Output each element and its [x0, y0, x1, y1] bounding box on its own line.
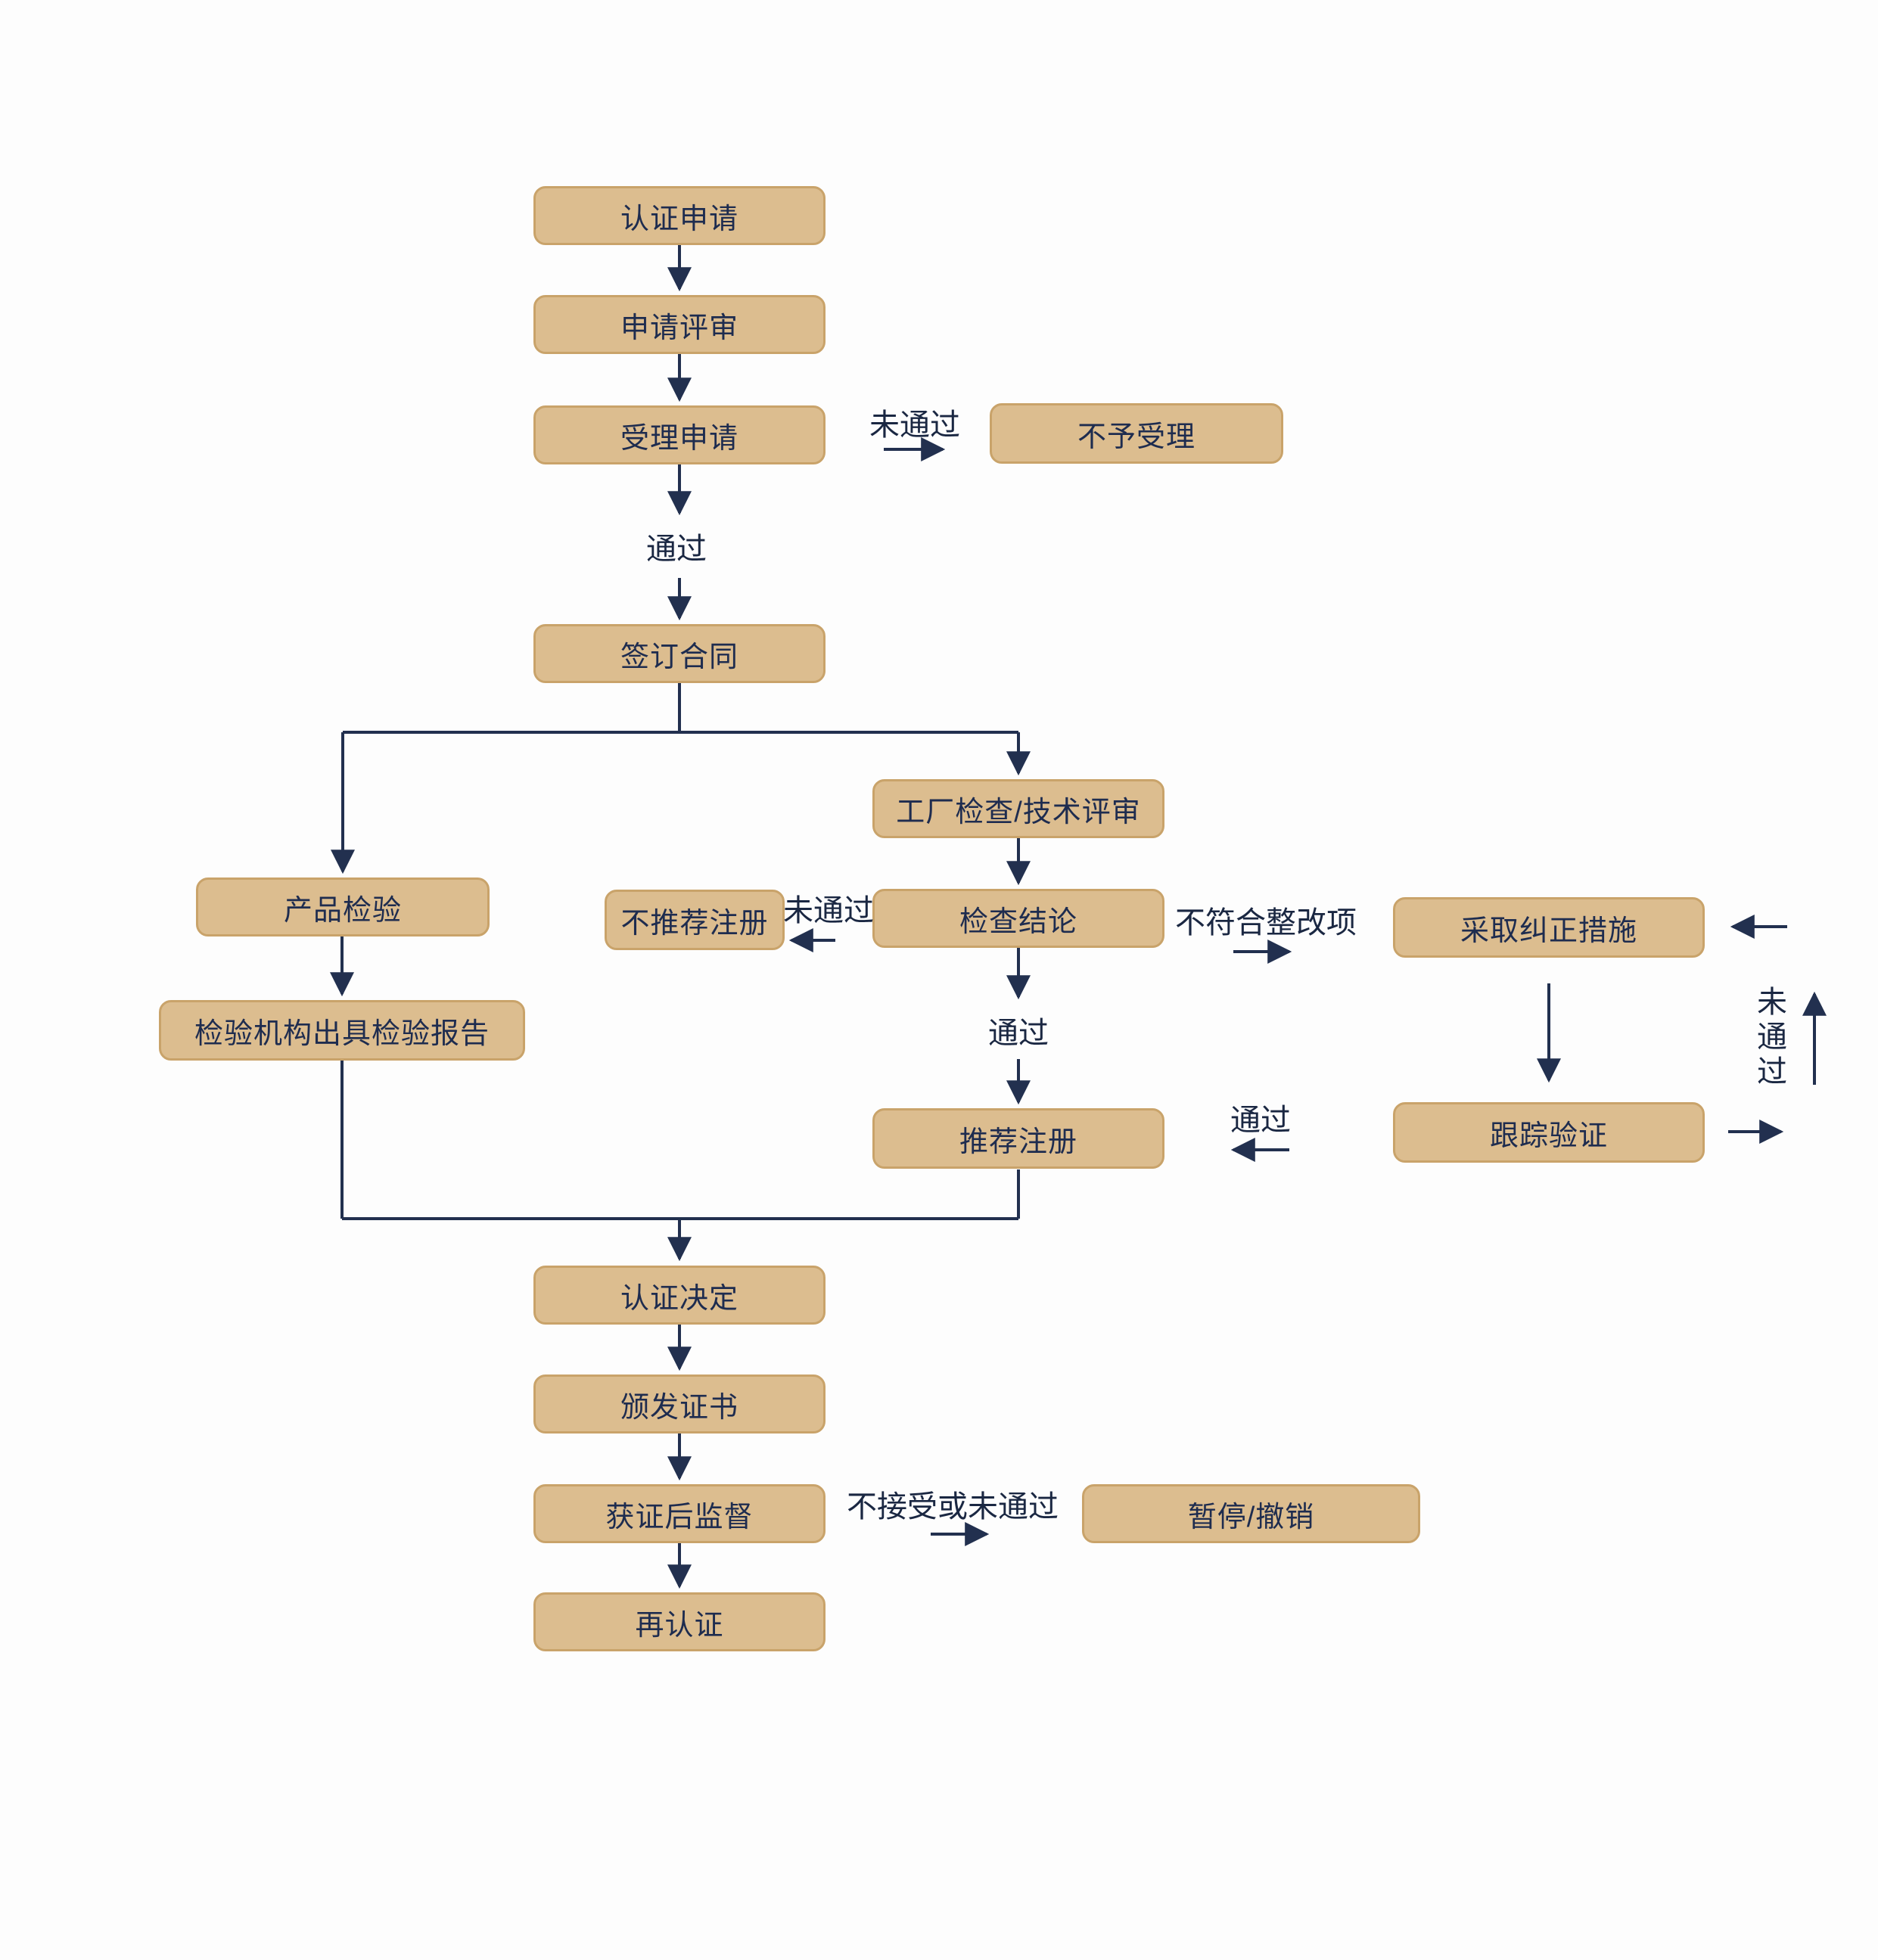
node-accept-application-label: 受理申请: [620, 422, 738, 455]
node-application-review-label: 申请评审: [620, 312, 738, 344]
node-inspection-conclusion-label: 检查结论: [959, 905, 1077, 938]
node-factory-inspection-label: 工厂检查/技术评审: [896, 796, 1141, 828]
edge-label-nonconformity-rectification: 不符合整改项: [1175, 906, 1357, 940]
node-suspend-withdraw-label: 暂停/撤销: [1187, 1501, 1315, 1533]
edge-label-passed-follow-up: 通过: [1230, 1104, 1291, 1137]
node-follow-up-verification-label: 跟踪验证: [1489, 1120, 1608, 1152]
node-corrective-measures: 采取纠正措施: [1393, 897, 1705, 958]
node-recommend-registration-label: 推荐注册: [959, 1126, 1077, 1158]
node-product-testing-label: 产品检验: [283, 894, 402, 927]
node-certification-application: 认证申请: [533, 186, 826, 245]
edge-label-passed-conclusion: 通过: [988, 1017, 1049, 1050]
edge-label-not-passed-conclusion: 未通过: [783, 894, 874, 927]
node-testing-report-label: 检验机构出具检验报告: [194, 1017, 490, 1050]
node-not-recommended-label: 不推荐注册: [620, 907, 769, 940]
node-issue-certificate: 颁发证书: [533, 1374, 826, 1434]
node-inspection-conclusion: 检查结论: [872, 889, 1164, 948]
edge-label-not-passed-follow-up: 未通过: [1752, 986, 1786, 1090]
node-certification-application-label: 认证申请: [620, 203, 738, 235]
node-recommend-registration: 推荐注册: [872, 1108, 1164, 1169]
node-recertification-label: 再认证: [635, 1609, 724, 1642]
node-certification-decision: 认证决定: [533, 1266, 826, 1325]
node-post-cert-supervision: 获证后监督: [533, 1484, 826, 1543]
node-certification-decision-label: 认证决定: [620, 1282, 738, 1315]
edge-label-passed-accept: 通过: [646, 533, 707, 566]
node-testing-report: 检验机构出具检验报告: [159, 1000, 525, 1061]
node-issue-certificate-label: 颁发证书: [620, 1391, 738, 1424]
node-sign-contract: 签订合同: [533, 624, 826, 683]
node-sign-contract-label: 签订合同: [620, 641, 738, 673]
node-not-accepted-label: 不予受理: [1077, 421, 1196, 453]
node-not-recommended: 不推荐注册: [605, 890, 785, 950]
node-accept-application: 受理申请: [533, 405, 826, 464]
node-suspend-withdraw: 暂停/撤销: [1082, 1484, 1420, 1543]
node-recertification: 再认证: [533, 1592, 826, 1651]
node-follow-up-verification: 跟踪验证: [1393, 1102, 1705, 1163]
node-factory-inspection: 工厂检查/技术评审: [872, 779, 1164, 838]
edge-label-not-accepted-or-failed: 不接受或未通过: [847, 1490, 1059, 1524]
node-product-testing: 产品检验: [196, 877, 490, 937]
node-corrective-measures-label: 采取纠正措施: [1460, 915, 1637, 947]
node-not-accepted: 不予受理: [990, 403, 1283, 464]
node-post-cert-supervision-label: 获证后监督: [605, 1501, 754, 1533]
node-application-review: 申请评审: [533, 295, 826, 354]
edge-label-not-passed-accept: 未通过: [869, 408, 960, 442]
